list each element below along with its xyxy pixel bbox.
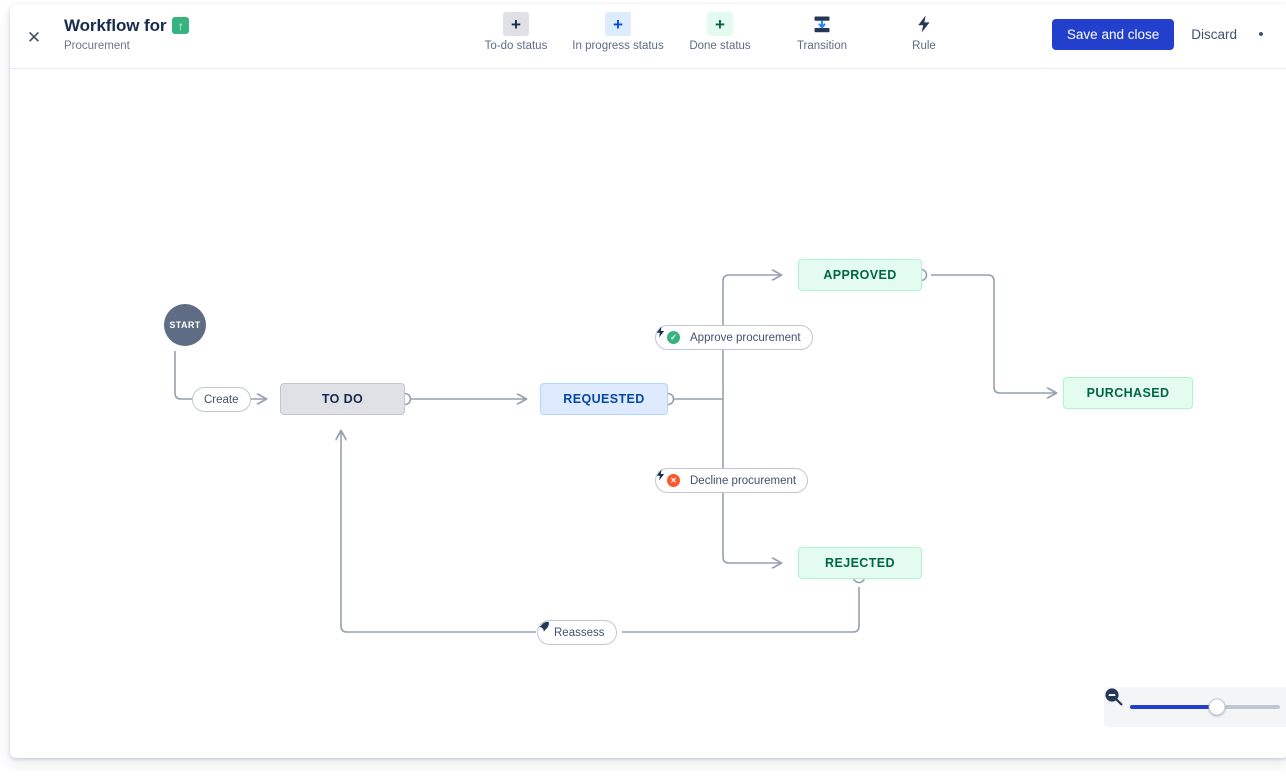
transition-create[interactable]: Create: [192, 387, 251, 412]
save-and-close-button[interactable]: Save and close: [1051, 19, 1175, 50]
zoom-slider[interactable]: [1130, 698, 1280, 716]
transition-approve-procurement[interactable]: ✓ Approve procurement: [655, 325, 813, 350]
tool-label: Transition: [796, 40, 848, 52]
plus-icon: +: [503, 12, 529, 36]
rule-lightning-icon: [911, 12, 937, 36]
zoom-slider-knob[interactable]: [1208, 698, 1226, 716]
tool-label: Rule: [912, 40, 936, 52]
edge-requested-approved: [722, 275, 781, 399]
tool-label: In progress status: [572, 40, 664, 52]
status-node-requested[interactable]: REQUESTED: [540, 383, 668, 415]
zoom-slider-fill: [1130, 705, 1217, 709]
tool-add-inprogress-status[interactable]: + In progress status: [567, 12, 669, 52]
transition-icon: [809, 12, 835, 36]
transition-decline-procurement[interactable]: ✕ Decline procurement: [655, 468, 809, 493]
tool-add-todo-status[interactable]: + To-do status: [465, 12, 567, 52]
edge-approved-purchased: [931, 274, 1056, 393]
more-options-icon[interactable]: •: [1254, 21, 1272, 48]
transition-reassess[interactable]: Reassess: [537, 620, 617, 645]
status-node-purchased[interactable]: PURCHASED: [1063, 377, 1193, 409]
transition-label: Approve procurement: [690, 331, 801, 344]
check-circle-icon: ✓: [667, 331, 680, 344]
status-node-todo[interactable]: TO DO: [280, 383, 405, 415]
tool-add-transition[interactable]: Transition: [771, 12, 873, 52]
workflow-canvas[interactable]: START TO DO REQUESTED APPROVED REJECTED …: [10, 69, 1286, 757]
close-icon[interactable]: ✕: [26, 28, 42, 47]
status-node-rejected[interactable]: REJECTED: [798, 547, 922, 579]
transition-label: Reassess: [554, 626, 605, 639]
edge-requested-rejected: [722, 399, 781, 563]
start-node[interactable]: START: [164, 304, 206, 346]
plus-icon: +: [707, 12, 733, 36]
tool-label: Done status: [689, 40, 751, 52]
edge-start-create: [174, 351, 192, 400]
discard-button[interactable]: Discard: [1178, 19, 1250, 50]
toolbar: + To-do status + In progress status + Do…: [465, 12, 975, 52]
project-avatar-icon: ↑: [172, 17, 190, 34]
transition-label: Create: [204, 393, 239, 406]
transition-label: Decline procurement: [690, 474, 797, 487]
edge-rejected-reassess: [622, 587, 860, 633]
header-actions: Save and close Discard •: [1051, 19, 1272, 50]
editor-header: ✕ Workflow for ↑ Procurement + To-do sta…: [10, 4, 1286, 69]
tool-add-rule[interactable]: Rule: [873, 12, 975, 52]
edge-reassess-todo: [341, 431, 536, 633]
tool-add-done-status[interactable]: + Done status: [669, 12, 771, 52]
cross-circle-icon: ✕: [667, 474, 680, 487]
tool-label: To-do status: [484, 40, 548, 52]
status-node-approved[interactable]: APPROVED: [798, 259, 922, 291]
page-title: Workflow for: [64, 16, 167, 35]
project-subtitle: Procurement: [64, 40, 130, 52]
zoom-control-panel: [1104, 687, 1286, 727]
workflow-editor-window: ✕ Workflow for ↑ Procurement + To-do sta…: [10, 4, 1286, 758]
plus-icon: +: [605, 12, 631, 36]
title-block: Workflow for ↑ Procurement: [64, 15, 190, 53]
